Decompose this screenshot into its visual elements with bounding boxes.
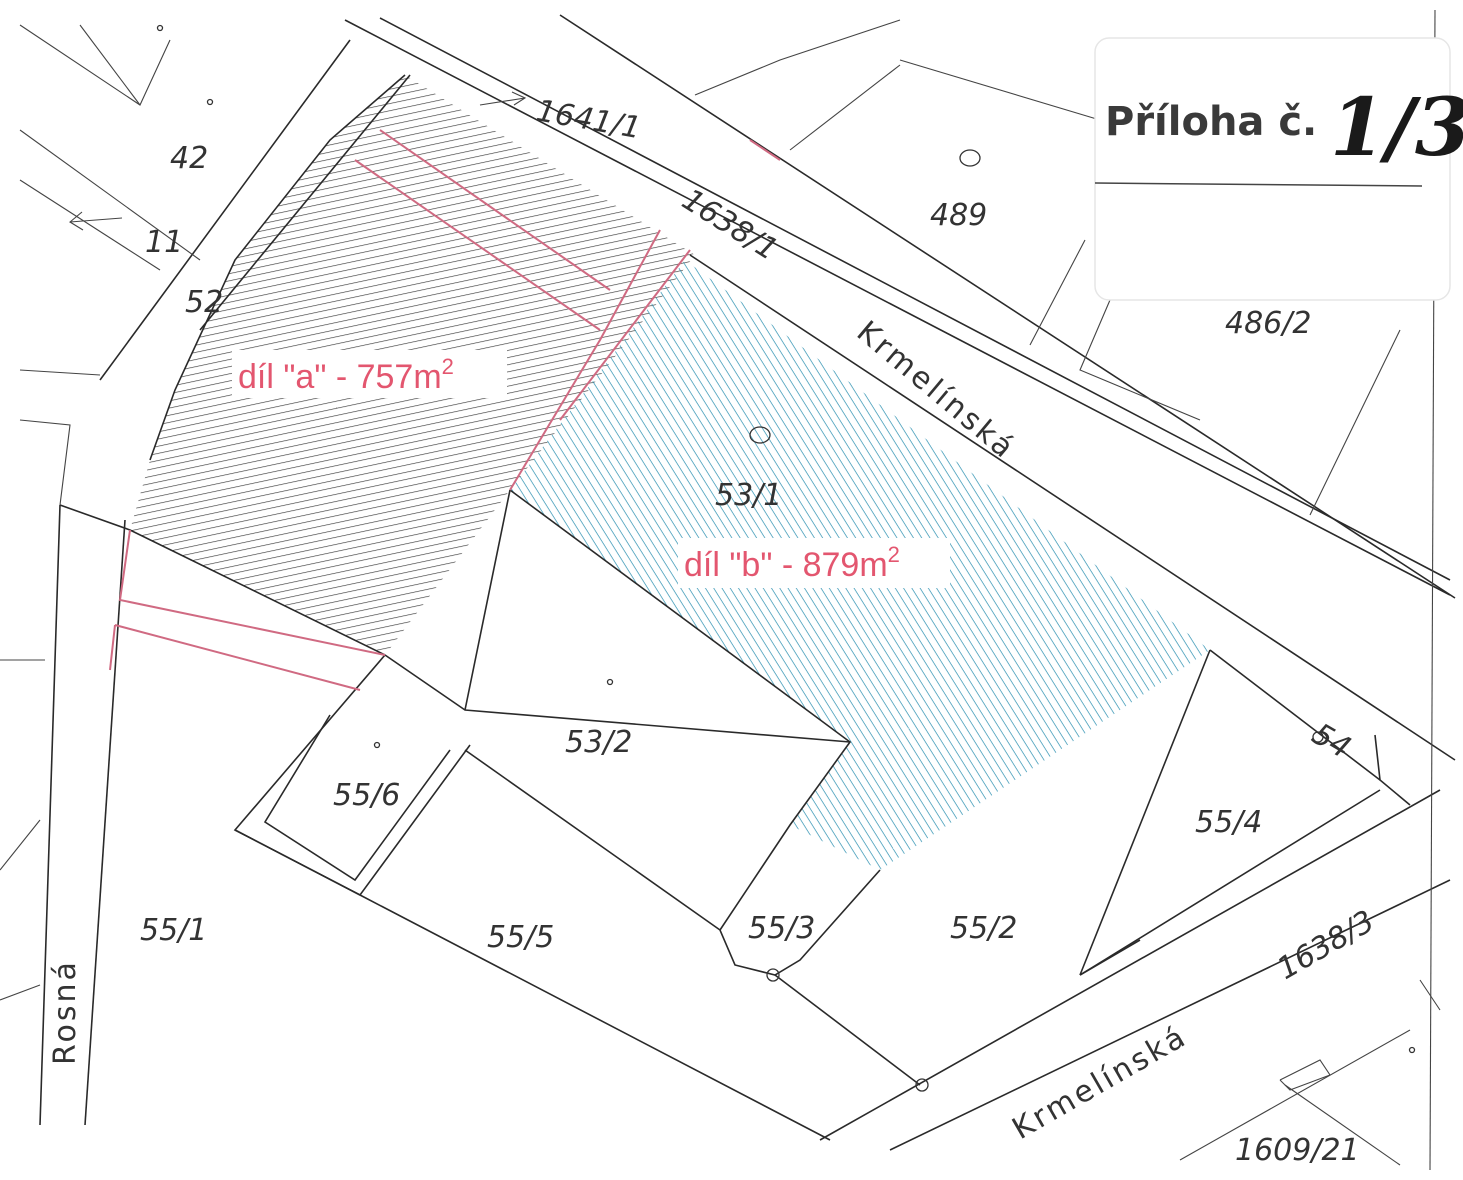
parcel-55-4: 55/4 — [1195, 805, 1262, 840]
parcel-55-6: 55/6 — [333, 778, 400, 813]
parcel-486-2: 486/2 — [1225, 306, 1311, 341]
parcel-55-5: 55/5 — [487, 920, 554, 955]
parcel-53-2: 53/2 — [565, 725, 632, 760]
parcel-11: 11 — [145, 225, 183, 260]
street-rosna: Rosná — [48, 959, 83, 1065]
survey-points — [156, 24, 1416, 1092]
area-a-label: díl "a" - 757m2 — [232, 350, 507, 398]
road-krmelinska-bottom — [819, 789, 1451, 1151]
parcel-boundaries — [0, 9, 1441, 1171]
attachment-number: 1/3 — [1330, 80, 1463, 174]
parcel-53-1: 53/1 — [715, 478, 782, 513]
parcel-55-1: 55/1 — [140, 913, 207, 948]
area-b-label: díl "b" - 879m2 — [678, 538, 950, 588]
svg-text:díl "a" - 757m2: díl "a" - 757m2 — [238, 354, 454, 396]
parcel-55-2: 55/2 — [950, 911, 1017, 946]
parcel-1638-3: 1638/3 — [1272, 904, 1381, 987]
svg-text:díl "b" - 879m2: díl "b" - 879m2 — [684, 542, 900, 584]
direction-arrows — [69, 91, 527, 231]
parcel-42: 42 — [170, 141, 208, 176]
parcel-52: 52 — [185, 285, 223, 320]
parcel-489: 489 — [930, 198, 987, 233]
parcel-1609-21: 1609/21 — [1235, 1133, 1360, 1168]
parcel-55-3: 55/3 — [748, 911, 815, 946]
street-krmelinska-bottom: Krmelínská — [1007, 1019, 1194, 1147]
attachment-label: Příloha č. — [1105, 99, 1317, 145]
parcel-1641-1: 1641/1 — [534, 93, 644, 146]
attachment-header: Příloha č. 1/3 — [1094, 37, 1463, 301]
road-rosna — [39, 39, 411, 1126]
parcel-54: 54 — [1306, 717, 1357, 766]
road-krmelinska-top — [344, 14, 1456, 781]
pink-boundaries — [109, 129, 781, 691]
